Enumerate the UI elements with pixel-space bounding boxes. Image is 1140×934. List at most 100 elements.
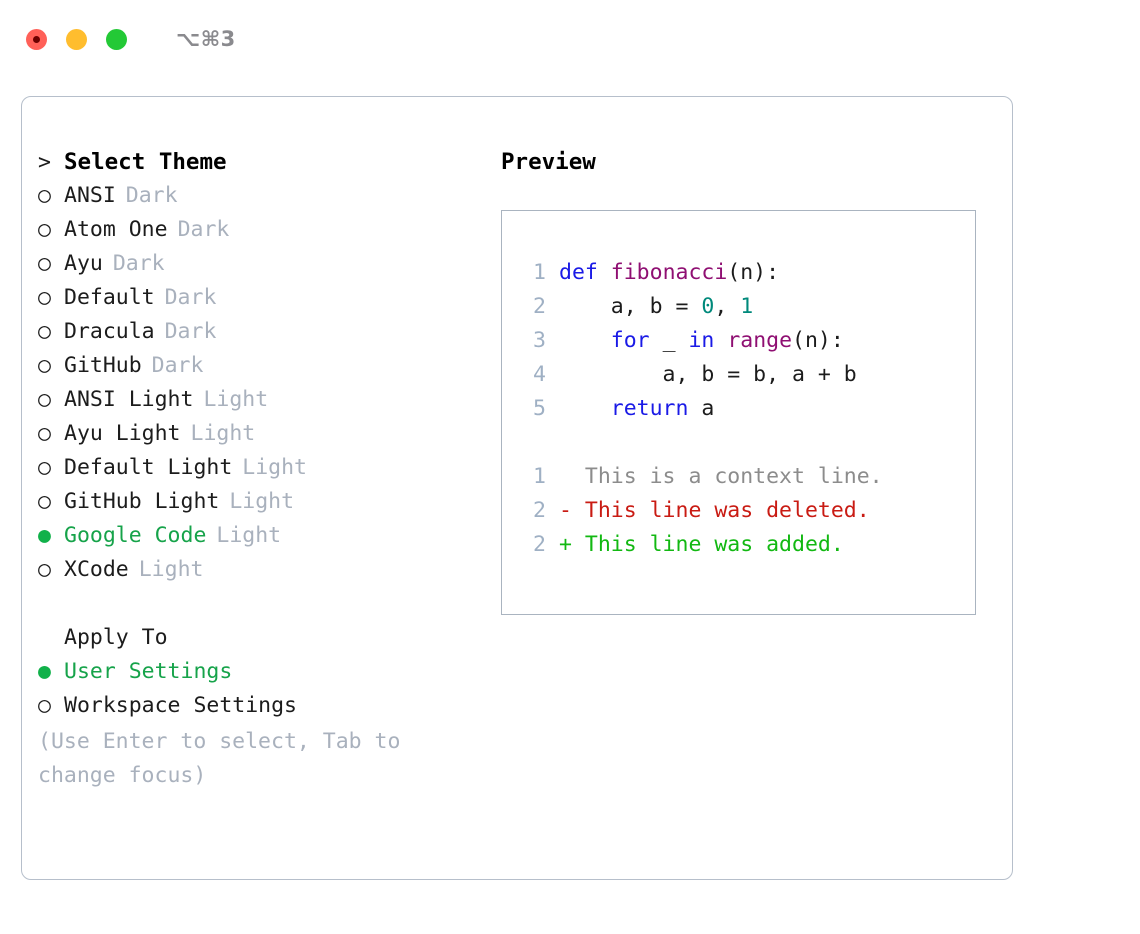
code-token-pl: (n): (792, 328, 844, 353)
theme-name: XCode (64, 557, 129, 582)
theme-kind-badge: Light (138, 557, 204, 582)
theme-list-item[interactable]: ○ ANSI Light Light (38, 383, 478, 417)
theme-list-item[interactable]: ○ Default Dark (38, 281, 478, 315)
apply-to-option[interactable]: ● User Settings (38, 655, 478, 689)
radio-unselected-icon: ○ (38, 319, 51, 344)
code-token-kw: in (688, 328, 715, 353)
diff-line-number: 1 (533, 464, 546, 489)
radio-unselected-icon: ○ (38, 421, 51, 446)
theme-name: GitHub (64, 353, 142, 378)
apply-to-heading-label: Apply To (64, 625, 168, 650)
radio-unselected-icon: ○ (38, 353, 51, 378)
theme-list-item[interactable]: ○ Ayu Dark (38, 247, 478, 281)
code-line-number: 1 (533, 260, 546, 285)
code-token-kw: def (559, 260, 598, 285)
traffic-lights (26, 28, 127, 50)
diff-line: 1 This is a context line. (516, 460, 975, 494)
window-title: ⌥⌘3 (176, 27, 236, 51)
radio-unselected-icon: ○ (38, 251, 51, 276)
code-token-fn: range (727, 328, 793, 353)
diff-line-text: + This line was added. (559, 532, 844, 557)
radio-unselected-icon: ○ (38, 557, 51, 582)
theme-name: Google Code (64, 523, 207, 548)
code-token-pl (714, 324, 727, 358)
theme-name: GitHub Light (64, 489, 220, 514)
theme-name: Atom One (64, 217, 168, 242)
diff-line-text: - This line was deleted. (559, 498, 870, 523)
code-line-number: 5 (533, 396, 546, 421)
code-token-pl: (n): (727, 260, 780, 285)
theme-kind-badge: Dark (112, 251, 165, 276)
code-line-number: 4 (533, 362, 546, 387)
code-line: 4 a, b = b, a + b (516, 358, 975, 392)
code-token-pl: a, b = (559, 294, 702, 319)
close-button[interactable] (26, 28, 47, 50)
radio-unselected-icon: ○ (38, 489, 51, 514)
theme-kind-badge: Dark (177, 217, 230, 242)
theme-list-item[interactable]: ○ Atom One Dark (38, 213, 478, 247)
maximize-button[interactable] (106, 28, 127, 50)
code-token-num: 1 (740, 294, 754, 319)
code-token-pl: a, b = b, a + b (559, 362, 857, 387)
minimize-button[interactable] (66, 28, 87, 50)
code-line: 5 return a (516, 392, 975, 426)
theme-picker-heading: > Select Theme (38, 145, 478, 179)
theme-list-item[interactable]: ○ Ayu Light Light (38, 417, 478, 451)
theme-name: ANSI (64, 183, 116, 208)
diff-line-number: 2 (533, 532, 546, 557)
code-token-pl (559, 392, 611, 426)
code-token-pl (598, 256, 611, 290)
diff-line: 2 + This line was added. (516, 528, 975, 562)
theme-list-item[interactable]: ○ GitHub Light Light (38, 485, 478, 519)
diff-line-number: 2 (533, 498, 546, 523)
code-token-pl: _ (649, 328, 689, 353)
theme-name: Ayu Light (64, 421, 181, 446)
keyboard-hint: (Use Enter to select, Tab to change focu… (38, 729, 401, 788)
apply-to-option[interactable]: ○ Workspace Settings (38, 689, 478, 723)
radio-selected-icon: ● (38, 523, 51, 548)
code-token-kw: for (610, 328, 650, 353)
theme-name: Dracula (64, 319, 155, 344)
diff-line-text: This is a context line. (559, 464, 883, 489)
theme-kind-badge: Dark (164, 285, 217, 310)
code-token-kw: return (610, 396, 689, 421)
apply-to-option-label: User Settings (64, 659, 233, 684)
code-token-pl (559, 324, 611, 358)
theme-kind-badge: Light (229, 489, 295, 514)
radio-unselected-icon: ○ (38, 693, 51, 718)
theme-list-item[interactable]: ○ Dracula Dark (38, 315, 478, 349)
theme-name: Ayu (64, 251, 103, 276)
code-line-number: 2 (533, 294, 546, 319)
theme-kind-badge: Light (203, 387, 269, 412)
theme-name: Default (64, 285, 155, 310)
theme-kind-badge: Dark (164, 319, 217, 344)
theme-name: ANSI Light (64, 387, 194, 412)
code-token-num: 0 (701, 294, 715, 319)
theme-kind-badge: Light (190, 421, 256, 446)
radio-unselected-icon: ○ (38, 217, 51, 242)
code-token-pl: , (714, 294, 741, 319)
theme-list-item[interactable]: ○ XCode Light (38, 553, 478, 587)
diff-line: 2 - This line was deleted. (516, 494, 975, 528)
theme-name: Default Light (64, 455, 233, 480)
prompt-caret-icon: > (38, 150, 51, 175)
radio-unselected-icon: ○ (38, 285, 51, 310)
radio-unselected-icon: ○ (38, 387, 51, 412)
diff-sample: 1 This is a context line. 2 - This line wa… (516, 460, 975, 562)
list-spacer (38, 587, 478, 621)
theme-kind-badge: Light (242, 455, 308, 480)
radio-selected-icon: ● (38, 659, 51, 684)
apply-to-option-label: Workspace Settings (64, 693, 297, 718)
theme-kind-badge: Dark (125, 183, 178, 208)
code-line: 2 a, b = 0, 1 (516, 290, 975, 324)
